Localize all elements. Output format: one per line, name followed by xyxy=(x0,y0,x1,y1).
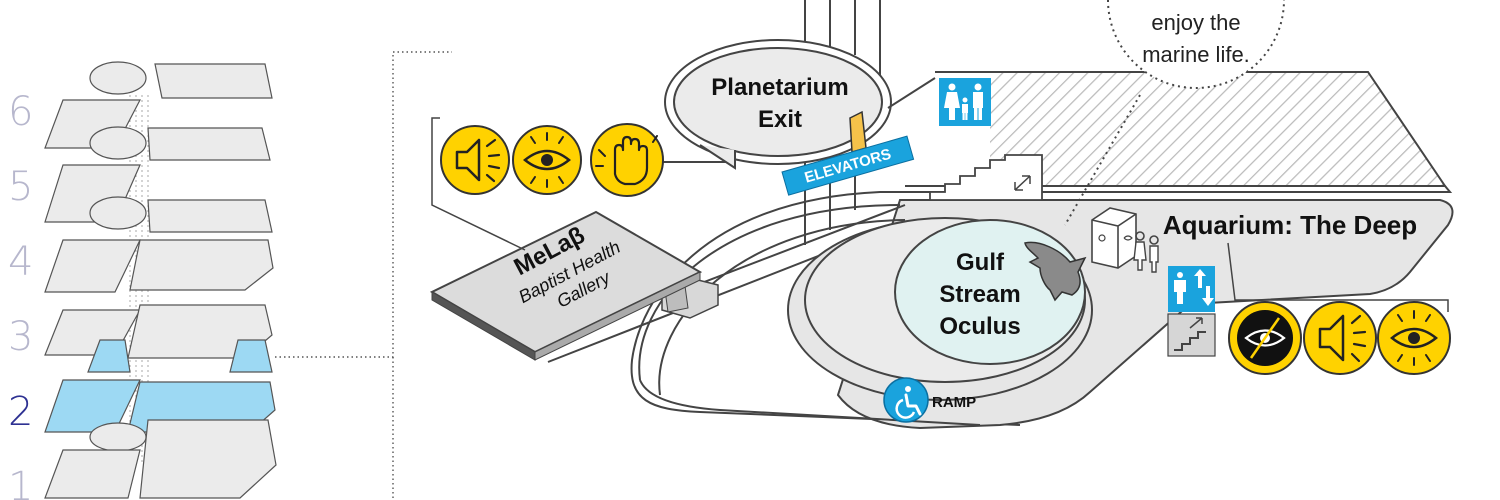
planetarium-exit-bubble[interactable] xyxy=(664,39,892,170)
floor-1-shape[interactable] xyxy=(44,419,277,499)
floor-1-number[interactable]: 1 xyxy=(8,464,33,500)
floor-deck xyxy=(630,185,1453,426)
gulf-stream-label-line2: Stream xyxy=(939,281,1020,308)
aquarium-eye-icon[interactable] xyxy=(1377,301,1451,375)
restricted-area xyxy=(984,71,1447,187)
callout-circle xyxy=(1064,0,1285,226)
floor-4-number[interactable]: 4 xyxy=(8,239,33,285)
melab-gallery[interactable] xyxy=(429,210,703,361)
floor-5-number[interactable]: 5 xyxy=(8,164,33,210)
floor-3-shape[interactable] xyxy=(44,304,273,373)
melab-eye-icon[interactable] xyxy=(512,125,582,195)
gulf-stream-label-line3: Oculus xyxy=(939,313,1020,340)
planetarium-exit-label-line1: Planetarium xyxy=(711,74,848,101)
restroom-icon[interactable] xyxy=(939,78,991,126)
callout-text-line2: marine life. xyxy=(1142,42,1250,67)
aquarium-tank-icon xyxy=(1091,207,1159,273)
floor-4-shape[interactable] xyxy=(44,196,274,293)
elevator-icon[interactable] xyxy=(1168,266,1215,312)
floor-2-number-current[interactable]: 2 xyxy=(8,389,33,435)
planetarium-exit-label-line2: Exit xyxy=(758,106,802,133)
floor-selector: 6 5 4 3 2 1 xyxy=(8,61,277,500)
gulf-stream-label-line1: Gulf xyxy=(956,249,1005,276)
melab-hand-icon[interactable] xyxy=(590,123,664,197)
ramp-label: RAMP xyxy=(932,394,976,411)
aquarium-speaker-icon[interactable] xyxy=(1303,301,1377,375)
aquarium-label: Aquarium: The Deep xyxy=(1163,210,1417,240)
floor-6-number[interactable]: 6 xyxy=(8,89,33,135)
accessibility-icon[interactable] xyxy=(883,377,929,423)
shark-icon xyxy=(1024,241,1087,302)
callout-text-line1: enjoy the xyxy=(1151,10,1240,35)
floor-3-number[interactable]: 3 xyxy=(8,314,33,360)
staircase-upper xyxy=(929,154,1043,201)
aquarium-eye-crossed-icon[interactable] xyxy=(1228,301,1302,375)
stairs-icon[interactable] xyxy=(1167,313,1216,357)
melab-speaker-icon[interactable] xyxy=(440,125,510,195)
floor-connector xyxy=(275,51,452,500)
